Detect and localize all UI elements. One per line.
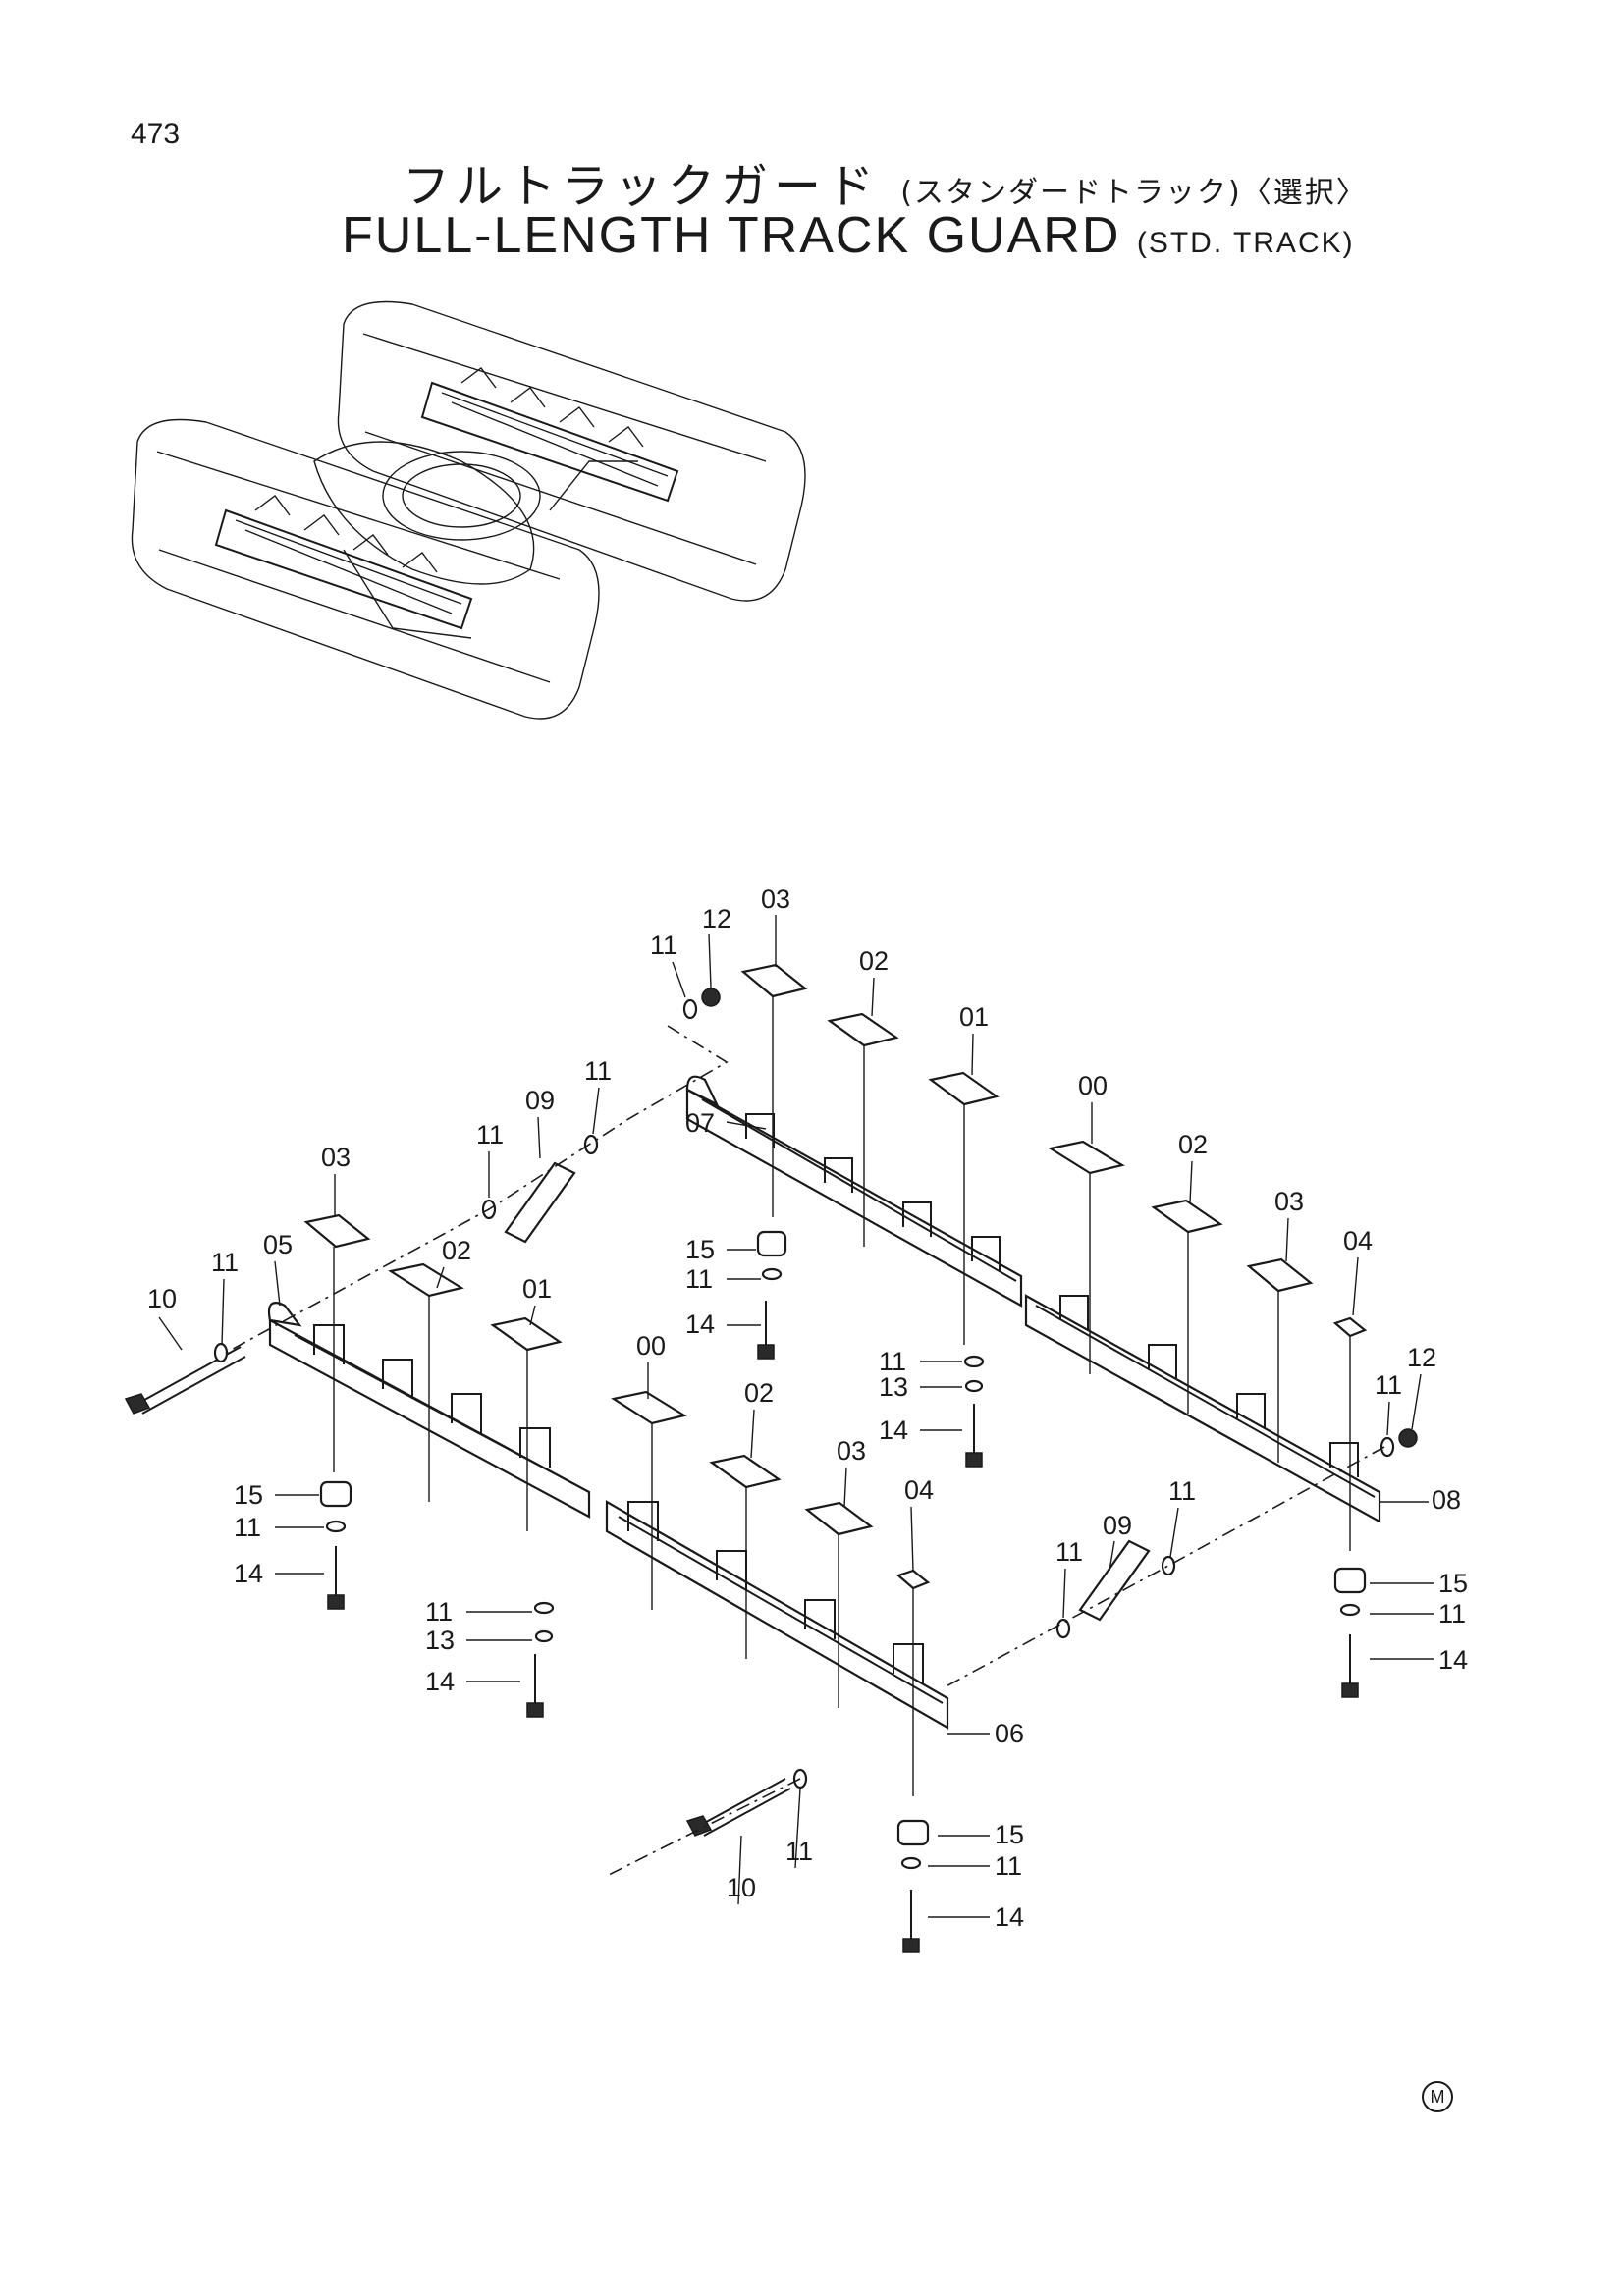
label-12: 12 xyxy=(1407,1343,1436,1372)
label-13: 13 xyxy=(425,1626,455,1655)
label-11: 11 xyxy=(584,1056,612,1086)
label-15: 15 xyxy=(234,1480,263,1510)
label-11: 11 xyxy=(650,931,677,960)
label-14: 14 xyxy=(425,1667,455,1696)
label-11: 11 xyxy=(1168,1476,1196,1506)
label-07: 07 xyxy=(685,1108,715,1138)
label-03: 03 xyxy=(1274,1187,1304,1216)
label-14: 14 xyxy=(995,1902,1024,1932)
label-11: 11 xyxy=(995,1851,1022,1881)
title-jp-sub: (スタンダードトラック)〈選択〉 xyxy=(900,176,1368,210)
page-number: 473 xyxy=(131,118,181,150)
label-14: 14 xyxy=(1438,1645,1468,1675)
label-02: 02 xyxy=(1178,1130,1208,1159)
label-15: 15 xyxy=(1438,1569,1468,1598)
label-06: 06 xyxy=(995,1719,1024,1748)
label-11: 11 xyxy=(234,1513,261,1542)
label-15: 15 xyxy=(685,1235,715,1264)
label-01: 01 xyxy=(522,1274,552,1304)
title-en-sub: (STD. TRACK) xyxy=(1136,227,1355,259)
manufacturer-mark: M xyxy=(1422,2081,1453,2112)
leader-lines xyxy=(225,996,1385,1876)
hardware xyxy=(124,988,1418,1953)
label-14: 14 xyxy=(685,1309,715,1339)
label-05: 05 xyxy=(263,1230,293,1259)
label-12: 12 xyxy=(702,904,731,934)
label-10: 10 xyxy=(147,1284,177,1313)
label-04: 04 xyxy=(904,1475,934,1505)
undercarriage-overview xyxy=(131,300,806,720)
label-15: 15 xyxy=(995,1820,1024,1849)
title-japanese: フルトラックガード (スタンダードトラック)〈選択〉 xyxy=(403,147,1368,216)
label-01: 01 xyxy=(959,1002,989,1032)
label-03: 03 xyxy=(321,1143,351,1172)
label-03: 03 xyxy=(761,884,790,914)
plates xyxy=(303,963,1368,1590)
label-11: 11 xyxy=(1375,1370,1402,1400)
label-11: 11 xyxy=(685,1264,713,1294)
label-11: 11 xyxy=(1438,1599,1466,1629)
label-11: 11 xyxy=(476,1120,504,1149)
label-02: 02 xyxy=(859,946,889,976)
label-09: 09 xyxy=(525,1086,555,1115)
label-13: 13 xyxy=(879,1372,908,1402)
label-03: 03 xyxy=(837,1436,866,1466)
label-02: 02 xyxy=(442,1236,471,1265)
label-00: 00 xyxy=(636,1331,666,1361)
label-04: 04 xyxy=(1343,1226,1373,1255)
label-11: 11 xyxy=(879,1347,906,1376)
label-14: 14 xyxy=(879,1415,908,1445)
label-08: 08 xyxy=(1432,1485,1461,1515)
title-en-main: FULL-LENGTH TRACK GUARD xyxy=(342,207,1121,264)
label-11: 11 xyxy=(1055,1537,1083,1567)
rail-06-front-right xyxy=(605,1500,949,1730)
label-09: 09 xyxy=(1103,1511,1132,1540)
label-11: 11 xyxy=(425,1597,453,1627)
label-11: 11 xyxy=(785,1837,813,1866)
label-11: 11 xyxy=(211,1248,239,1277)
label-00: 00 xyxy=(1078,1071,1108,1100)
title-jp-main: フルトラックガード xyxy=(403,159,881,214)
label-10: 10 xyxy=(727,1873,756,1902)
callout-labels: 11 12 03 02 01 00 02 03 04 12 11 08 11 0… xyxy=(147,884,1468,1932)
title-english: FULL-LENGTH TRACK GUARD (STD. TRACK) xyxy=(342,206,1355,265)
label-02: 02 xyxy=(744,1378,774,1408)
rail-07-rear-left xyxy=(685,1075,1023,1308)
label-14: 14 xyxy=(234,1559,263,1588)
rail-08-rear-right xyxy=(1024,1294,1381,1523)
